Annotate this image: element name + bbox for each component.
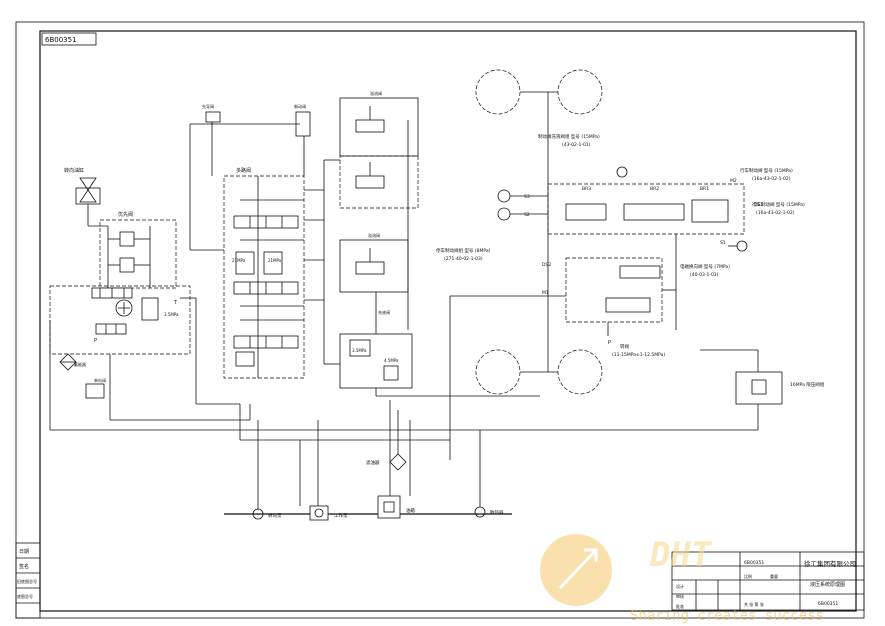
steering-circuit: 转向油缸 优先阀 3.5MPa P T 蓄能器 单向阀 <box>49 167 600 431</box>
wheel-1 <box>475 69 521 115</box>
inner-frame <box>39 30 857 612</box>
label-steering-cyl: 转向油缸 <box>64 167 84 174</box>
left-strip: 日期 签名 旧底图总号 底图总号 <box>15 542 41 619</box>
strip-old: 旧底图总号 <box>17 578 37 584</box>
oil-tank <box>377 495 401 519</box>
label-charging-valve: 充液阀 <box>378 309 390 315</box>
port-ds1: DS1 <box>754 202 763 208</box>
pump-group: 转向泵 工作泵 油箱 散热器 滤油器 <box>224 400 512 521</box>
port-m1: M1 <box>542 290 549 296</box>
label-steer-pump: 转向泵 <box>268 512 282 519</box>
note-mr-code: (40-03-1-03) <box>690 272 719 278</box>
port-s2: S2 <box>524 212 530 218</box>
wheel-4 <box>557 349 603 395</box>
label-21mpa-b: 21MPa <box>268 258 282 263</box>
drawing-number-box <box>41 32 97 46</box>
tb-role-approve: 批准 <box>676 603 684 609</box>
label-pilot-valve: 先导阀 <box>202 103 214 109</box>
port-br2: BR2 <box>650 186 659 192</box>
port-br3: BR3 <box>582 186 591 192</box>
tb-role-design: 设计 <box>676 583 684 589</box>
note-mid-code: (271-40-02-1-03) <box>444 256 483 262</box>
tb-code: 6B00351 <box>818 601 838 607</box>
brake-circuit: 制动阀充液阀组 型号 (15MPa) (43-02-1-01) BR3 BR2 … <box>436 69 825 460</box>
note-right-b-code: (16a-43-02-1-02) <box>756 210 795 216</box>
label-multi-valve: 多路阀 <box>236 167 251 174</box>
port-s1: S1 <box>720 240 726 246</box>
label-4-5mpa: 4.5MPa <box>384 358 399 363</box>
wheel-2 <box>557 69 603 115</box>
tb-drawing-title: 液压系统原理图 <box>810 581 845 588</box>
radiator-symbol <box>474 506 486 518</box>
valve-stack: 溢流阀 溢流阀 3.5MPa 4.5MPa 充液阀 <box>323 90 540 397</box>
label-relief-valve-b: 溢流阀 <box>368 232 380 238</box>
label-check-left: 单向阀 <box>94 377 106 383</box>
strip-sign: 签名 <box>19 563 29 570</box>
tb-company: 徐工集团有限公司 <box>804 559 856 568</box>
port-ds2: DS2 <box>542 262 551 268</box>
strip-base: 底图总号 <box>17 593 33 599</box>
note-mid: 停车制动阀组 型号 (8MPa) <box>436 247 491 254</box>
note-top-code: (43-02-1-01) <box>562 142 591 148</box>
tb-scale: 比例 <box>744 573 752 579</box>
tb-sheet: 共 张 第 张 <box>744 601 764 607</box>
port-br1: BR1 <box>700 186 709 192</box>
label-main-pump: 工作泵 <box>334 512 348 519</box>
label-radiator: 散热器 <box>490 509 504 516</box>
title-block: 徐工集团有限公司 液压系统原理图 6B00351 6B00351 设计 审核 批… <box>671 551 865 611</box>
label-p-right: P <box>608 340 611 346</box>
label-21mpa-a: 21MPa <box>232 258 246 263</box>
label-filter: 滤油器 <box>366 459 380 466</box>
watermark: DHT Sharing creates success <box>540 534 824 624</box>
watermark-slogan: Sharing creates success <box>630 608 824 624</box>
note-right: 行车制动阀 型号 (15MPa) <box>740 167 793 174</box>
tb-role-review: 审核 <box>676 593 684 599</box>
label-relief-valve-a: 溢流阀 <box>370 90 382 96</box>
drawing-number-tag: 6B00351 <box>45 36 77 44</box>
wheel-3 <box>475 349 521 395</box>
label-oil-tank: 油箱 <box>406 507 415 514</box>
note-far-right: 16MPa 限压阀组 <box>790 381 825 388</box>
port-s3: S3 <box>524 194 530 200</box>
note-right-code: (16a-43-02-1-02) <box>752 176 791 182</box>
label-p-left: P <box>94 338 97 344</box>
note-top: 制动阀充液阀组 型号 (15MPa) <box>538 133 600 140</box>
label-3-5mpa-b: 3.5MPa <box>352 348 367 353</box>
label-t-left: T <box>173 300 178 306</box>
tb-code-left: 6B00351 <box>744 560 764 566</box>
port-m2: M2 <box>730 178 737 184</box>
outer-border <box>15 21 865 619</box>
note-right-b: 行车制动阀 型号 (15MPa) <box>752 201 805 208</box>
note-mr: 电磁换向阀 型号 (7MPa) <box>680 263 730 270</box>
label-accumulator-left: 蓄能器 <box>74 361 86 367</box>
label-3-5mpa: 3.5MPa <box>164 312 179 317</box>
note-bottom-code: (11-15MPa±1-12.5MPa) <box>612 352 665 358</box>
label-brake-valve-top: 制动阀 <box>294 103 306 109</box>
tb-weight: 重量 <box>770 573 778 579</box>
strip-date: 日期 <box>19 549 29 555</box>
watermark-mark: DHT <box>649 535 713 575</box>
label-priority-valve: 优先阀 <box>118 211 133 218</box>
multi-valve-group: 多路阀 21MPa 21MPa 先导阀 制动阀 <box>189 103 325 379</box>
note-bottom: 转阀 <box>620 343 629 350</box>
